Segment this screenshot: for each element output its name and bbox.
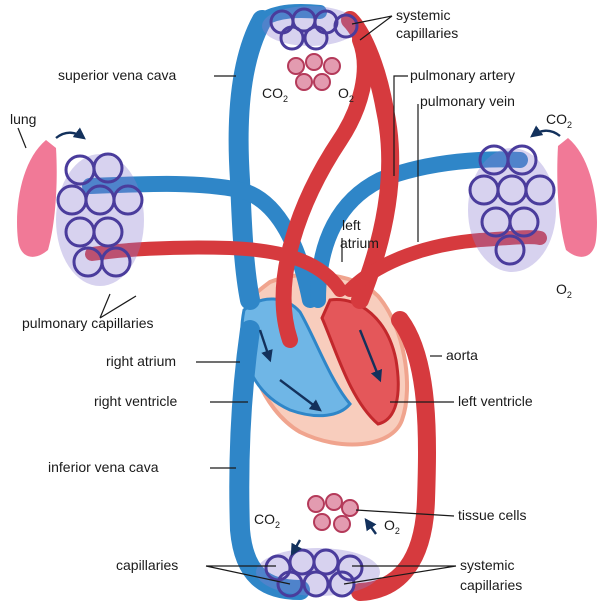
leader-lung [18, 128, 26, 148]
label-systemic-bottom-line2: capillaries [460, 577, 522, 593]
label-right-atrium: right atrium [106, 353, 176, 369]
label-systemic-top-line2: capillaries [396, 25, 458, 41]
top-tissue-cells [288, 54, 340, 90]
leader-tissue-cells [356, 510, 454, 516]
label-systemic-top-line1: systemic [396, 7, 450, 23]
label-tissue-cells: tissue cells [458, 507, 526, 523]
label-co2-top: CO2 [262, 85, 288, 104]
label-o2-top: O2 [338, 85, 354, 104]
superior-vena-cava [239, 20, 262, 300]
label-inferior-vena-cava: inferior vena cava [48, 459, 159, 475]
label-pulmonary-artery: pulmonary artery [410, 67, 515, 83]
label-superior-vena-cava: superior vena cava [58, 67, 177, 83]
left-pulmonary-capillary-bed [56, 154, 144, 286]
label-co2-bottom: CO2 [254, 511, 280, 530]
label-left-atrium-line1: left [342, 217, 361, 233]
label-aorta: aorta [446, 347, 478, 363]
label-capillaries: capillaries [116, 557, 178, 573]
label-o2-bottom: O2 [384, 517, 400, 536]
label-pulmonary-capillaries: pulmonary capillaries [22, 315, 154, 331]
label-systemic-bottom-line1: systemic [460, 557, 514, 573]
label-pulmonary-vein: pulmonary vein [420, 93, 515, 109]
right-lung [557, 138, 597, 257]
label-lung: lung [10, 111, 36, 127]
label-co2-right: CO2 [546, 111, 572, 130]
bottom-systemic-capillary-bed [256, 548, 380, 596]
bottom-tissue-cells [308, 494, 358, 532]
label-left-atrium-line2: atrium [340, 235, 379, 251]
right-pulmonary-capillary-bed [468, 146, 556, 272]
label-right-ventricle: right ventricle [94, 393, 177, 409]
arrow-lung-left [56, 133, 84, 138]
arrow-lung-right [532, 131, 560, 136]
arrow-o2-bottom [366, 520, 376, 534]
label-left-ventricle: left ventricle [458, 393, 533, 409]
left-lung [17, 140, 57, 257]
top-systemic-capillary-bed [262, 6, 358, 49]
label-o2-right: O2 [556, 281, 572, 300]
